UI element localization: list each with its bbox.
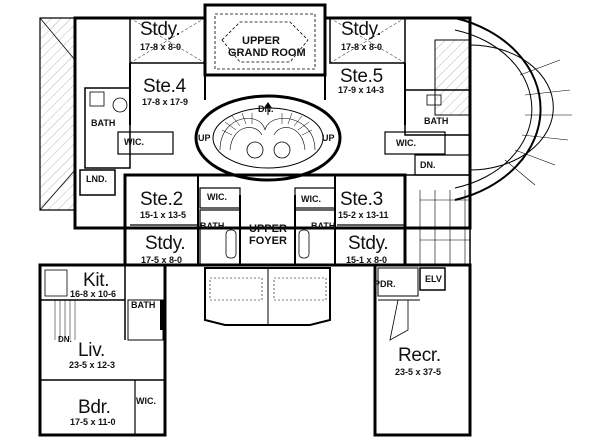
round-tower (454, 17, 542, 201)
stair-dn-label: DN. (258, 104, 274, 114)
suite-5-name: Ste.5 (340, 66, 383, 87)
kitchen-name: Kit. (83, 270, 110, 291)
suite-4-name: Ste.4 (143, 76, 186, 97)
grand-room-line1: UPPER (242, 35, 280, 47)
study-top-right-name: Stdy. (341, 19, 382, 40)
dn-left-label: DN. (58, 335, 72, 344)
bath-upper-right-label: BATH (424, 116, 449, 126)
suite-5-dims: 17-9 x 14-3 (338, 85, 385, 95)
roof-left (39, 17, 76, 211)
study-top-left-dims: 17-8 x 8-0 (140, 42, 182, 52)
stair-up-left-label: UP (198, 133, 211, 143)
grand-room-line2: GRAND ROOM (228, 47, 306, 59)
study-top-left-name: Stdy. (140, 19, 181, 40)
study-mid-right-name: Stdy. (348, 233, 389, 254)
dn-right-label: DN. (420, 160, 436, 170)
study-mid-left-dims: 17-5 x 8-0 (141, 255, 183, 265)
left-wing (38, 263, 167, 437)
wic-right-label: WIC. (396, 138, 416, 148)
kitchen-dims: 16-8 x 10-6 (70, 289, 117, 299)
wic-left-label: WIC. (124, 137, 144, 147)
powder-label: PDR. (374, 279, 396, 289)
bedroom-dims: 17-5 x 11-0 (70, 417, 116, 427)
study-mid-right-dims: 15-1 x 8-0 (346, 255, 388, 265)
suite-2-dims: 15-1 x 13-5 (140, 210, 187, 220)
recreation-name: Recr. (398, 345, 441, 366)
elevator-label: ELV (425, 274, 442, 284)
suite-3-dims: 15-2 x 13-11 (338, 210, 389, 220)
recreation-dims: 23-5 x 37-5 (395, 367, 442, 377)
foyer-line2: FOYER (249, 235, 287, 247)
stair-up-right-label: UP (322, 133, 335, 143)
foyer-line1: UPPER (249, 223, 287, 235)
suite-3-name: Ste.3 (340, 189, 383, 210)
bath-kitchen-label: BATH (131, 300, 156, 310)
wic-bedroom-label: WIC. (136, 396, 156, 406)
study-mid-left-name: Stdy. (145, 233, 186, 254)
bath-ste2-label: BATH (200, 221, 225, 231)
suite-2-name: Ste.2 (140, 189, 183, 210)
living-name: Liv. (78, 340, 105, 361)
study-top-right-dims: 17-8 x 8-0 (341, 42, 383, 52)
laundry-label: LND. (86, 174, 107, 184)
oval-gallery (194, 94, 342, 182)
living-dims: 23-5 x 12-3 (69, 360, 116, 370)
suite-4-dims: 17-8 x 17-9 (142, 97, 189, 107)
wic-ste3-label: WIC. (301, 194, 321, 204)
roof-right (434, 39, 471, 116)
bedroom-name: Bdr. (78, 397, 111, 418)
right-wing (373, 263, 472, 437)
bath-upper-left-label: BATH (91, 118, 116, 128)
bath-ste3-label: BATH (311, 221, 336, 231)
wic-ste2-label: WIC. (207, 192, 227, 202)
